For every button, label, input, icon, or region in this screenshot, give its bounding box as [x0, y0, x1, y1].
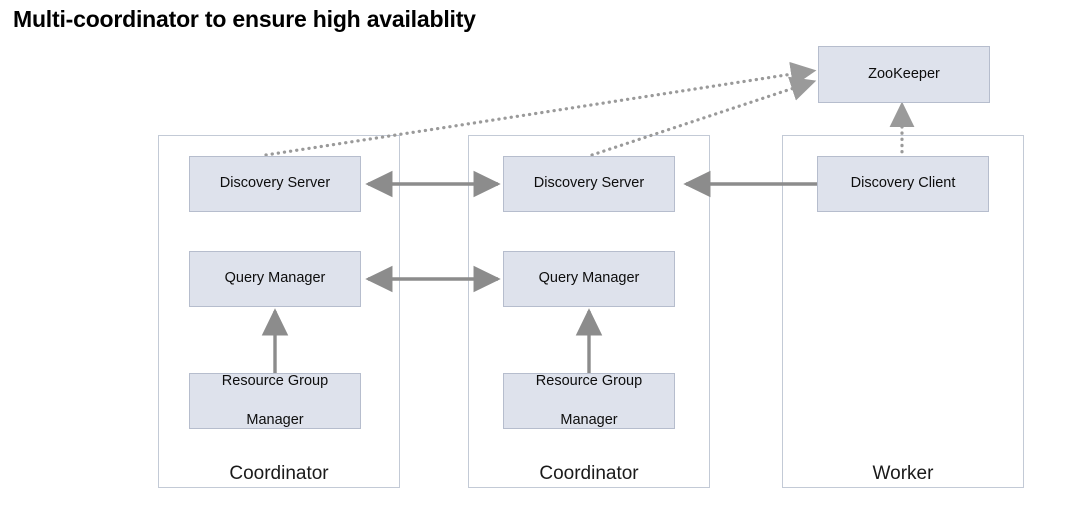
node-zookeeper[interactable]: ZooKeeper: [818, 46, 990, 103]
node-coordinator2-query-manager[interactable]: Query Manager: [503, 251, 675, 307]
node-coordinator2-query-manager-label: Query Manager: [538, 270, 640, 287]
group-coordinator-1-label: Coordinator: [229, 463, 329, 484]
node-coordinator1-discovery-server-label: Discovery Server: [219, 175, 331, 192]
node-coordinator2-resource-group-manager-label-line1: Resource Group: [535, 372, 643, 389]
node-coordinator2-resource-group-manager[interactable]: Resource Group Manager: [503, 373, 675, 429]
node-coordinator1-query-manager[interactable]: Query Manager: [189, 251, 361, 307]
group-worker-label: Worker: [872, 463, 934, 484]
node-zookeeper-label: ZooKeeper: [868, 65, 940, 82]
node-coordinator2-discovery-server[interactable]: Discovery Server: [503, 156, 675, 212]
node-coordinator1-resource-group-manager-label-line2: Manager: [246, 411, 304, 428]
group-coordinator-2-label: Coordinator: [539, 463, 639, 484]
page-title: Multi-coordinator to ensure high availab…: [13, 6, 476, 32]
node-coordinator1-resource-group-manager-label-line1: Resource Group: [221, 372, 329, 389]
node-coordinator2-discovery-server-label: Discovery Server: [533, 175, 645, 192]
node-coordinator1-discovery-server[interactable]: Discovery Server: [189, 156, 361, 212]
node-coordinator1-resource-group-manager[interactable]: Resource Group Manager: [189, 373, 361, 429]
node-coordinator2-resource-group-manager-label-line2: Manager: [560, 411, 618, 428]
node-worker-discovery-client[interactable]: Discovery Client: [817, 156, 989, 212]
node-coordinator1-query-manager-label: Query Manager: [224, 270, 326, 287]
node-worker-discovery-client-label: Discovery Client: [850, 175, 956, 192]
